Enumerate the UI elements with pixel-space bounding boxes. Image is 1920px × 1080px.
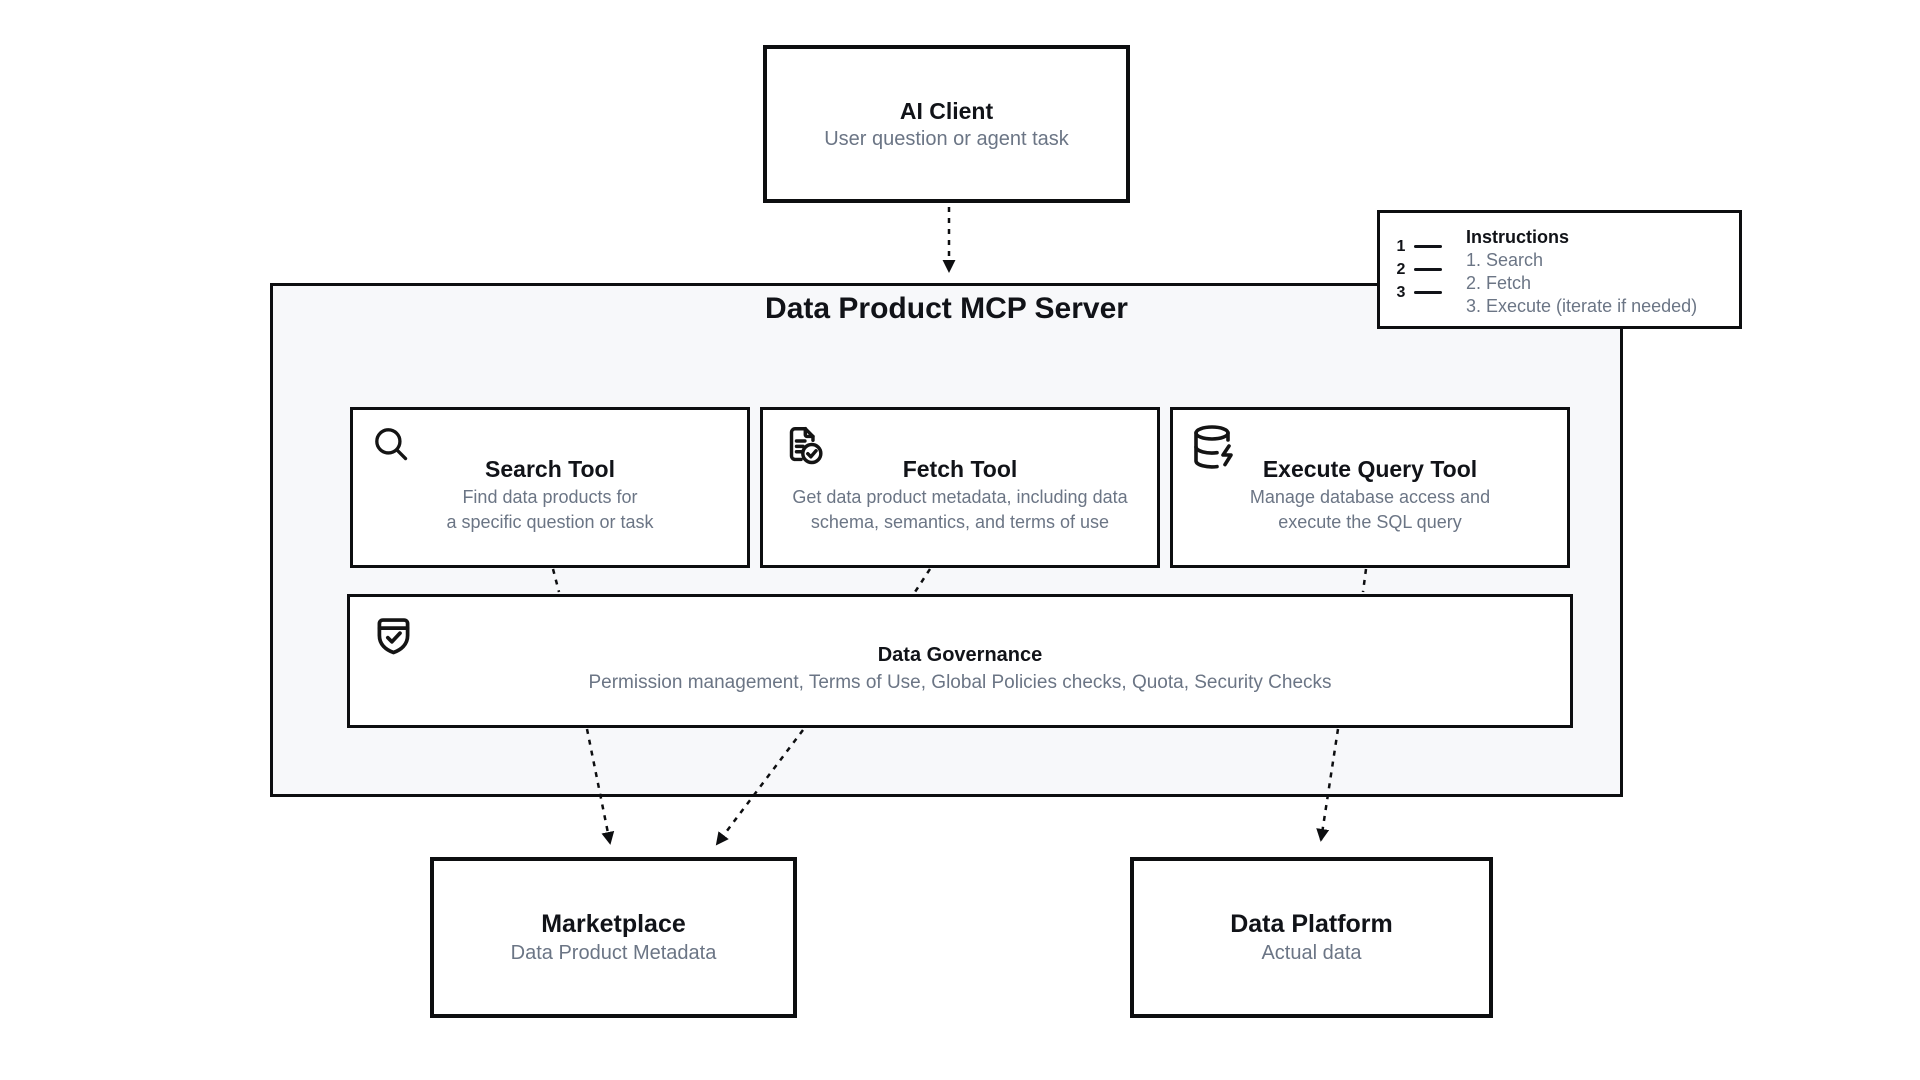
fetch-tool-title: Fetch Tool [902,456,1018,482]
data-platform-title: Data Platform [1230,910,1393,938]
marketplace-title: Marketplace [541,910,686,938]
ai-client-box: AI Client User question or agent task [763,45,1130,203]
ordered-list-line [1414,244,1442,249]
search-tool-subtitle: Find data products for a specific questi… [446,487,654,532]
ordered-list-line [1414,267,1442,272]
marketplace-subtitle: Data Product Metadata [510,942,717,964]
ordered-list-icon: 1 2 3 [1395,237,1442,306]
execute-query-tool-title: Execute Query Tool [1262,456,1478,482]
search-tool-box: Search Tool Find data products for a spe… [350,407,750,568]
ordered-list-line [1414,290,1442,295]
data-governance-subtitle: Permission management, Terms of Use, Glo… [588,672,1332,693]
fetch-tool-box: Fetch Tool Get data product metadata, in… [760,407,1160,568]
ai-client-subtitle: User question or agent task [824,127,1069,150]
search-icon [370,423,412,465]
execute-query-tool-box: Execute Query Tool Manage database acces… [1170,407,1570,568]
data-governance-title: Data Governance [877,644,1043,666]
instruction-step: 1. Search [1466,250,1544,270]
ordered-list-number: 1 [1396,237,1406,255]
mcp-server-title: Data Product MCP Server [765,292,1128,325]
instruction-step: 2. Fetch [1466,273,1532,293]
fetch-tool-subtitle: Get data product metadata, including dat… [792,487,1128,532]
data-platform-box: Data Platform Actual data [1130,857,1493,1018]
instructions-box: 1 2 3 Instructions 1. Search 2. Fetch 3.… [1377,210,1742,329]
file-check-icon [780,423,826,469]
shield-check-icon [370,613,417,660]
data-platform-subtitle: Actual data [1261,942,1362,964]
search-tool-title: Search Tool [485,456,615,482]
ordered-list-number: 3 [1396,283,1406,301]
database-zap-icon [1190,423,1238,471]
marketplace-box: Marketplace Data Product Metadata [430,857,797,1018]
instruction-step: 3. Execute (iterate if needed) [1466,296,1698,316]
instructions-title: Instructions [1466,227,1570,247]
data-governance-box: Data Governance Permission management, T… [347,594,1573,728]
ordered-list-number: 2 [1396,260,1406,278]
execute-query-tool-subtitle: Manage database access and execute the S… [1249,487,1491,532]
ai-client-title: AI Client [899,97,994,124]
